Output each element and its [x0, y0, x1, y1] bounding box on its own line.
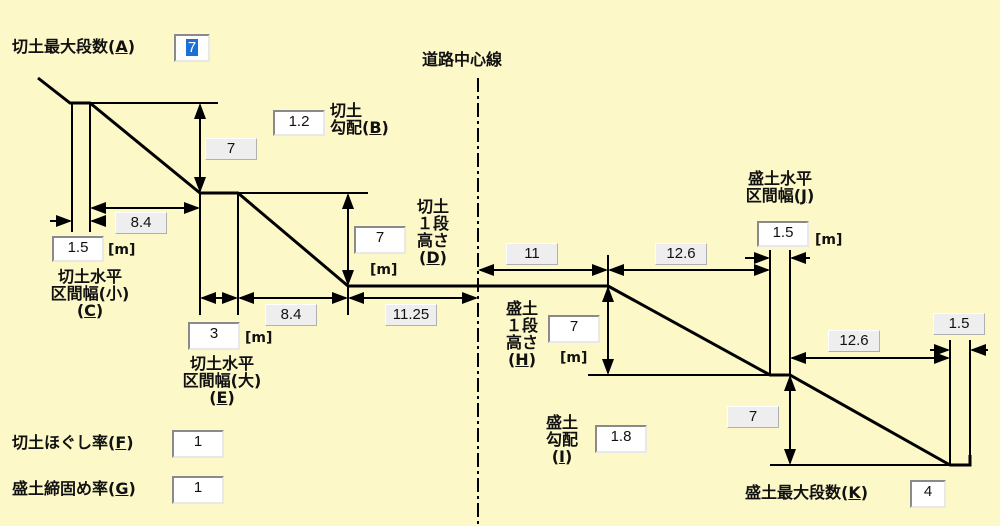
- fill-step-height-label: 盛土 １段 高さH: [500, 300, 544, 368]
- cut-horiz-small-input[interactable]: 1.5: [52, 236, 104, 262]
- label-text: 切土水平 区間幅(小): [50, 267, 130, 303]
- shortcut-key: I: [552, 447, 573, 466]
- cut-run-lower-display: 8.4: [265, 304, 317, 326]
- cut-step-height-input[interactable]: 7: [354, 226, 406, 254]
- shortcut-key: B: [362, 118, 389, 137]
- cut-loosen-rate-label: 切土ほぐし率F: [12, 434, 134, 451]
- dimension-arrows: [50, 103, 988, 465]
- cut-loosen-rate-input[interactable]: 1: [172, 430, 224, 458]
- shortcut-key: D: [419, 248, 447, 267]
- fill-horiz-input[interactable]: 1.5: [757, 221, 809, 247]
- cut-horiz-large-label: 切土水平 区間幅(大)E: [172, 355, 272, 406]
- unit-label: [m]: [560, 350, 588, 366]
- label-text: 切土最大段数: [12, 37, 109, 56]
- cut-horiz-large-input[interactable]: 3: [188, 322, 240, 350]
- label-text: 盛土 勾配: [545, 413, 578, 449]
- label-text: 切土 １段 高さ: [416, 197, 449, 250]
- fill-slope-input[interactable]: 1.8: [595, 425, 647, 453]
- selected-value: 7: [185, 39, 199, 56]
- unit-label: [m]: [245, 330, 273, 346]
- fill-run-lower-display: 12.6: [828, 330, 880, 352]
- cut-horiz-small-label: 切土水平 区間幅(小)C: [40, 268, 140, 319]
- unit-label: [m]: [815, 232, 843, 248]
- cut-to-center-display: 11.25: [385, 304, 437, 326]
- cut-run-upper-display: 8.4: [115, 212, 167, 234]
- label-text: 盛土 １段 高さ: [505, 299, 538, 352]
- label-text: 切土水平 区間幅(大): [182, 354, 262, 390]
- label-text: 盛土水平 区間幅: [745, 169, 812, 205]
- fill-max-steps-label: 盛土最大段数K: [745, 484, 868, 501]
- shortcut-key: G: [108, 479, 136, 498]
- center-to-fill-display: 11: [506, 243, 558, 265]
- label-text: 切土ほぐし率: [12, 433, 109, 452]
- unit-label: [m]: [108, 242, 136, 258]
- cut-step-height-label: 切土 １段 高さD: [408, 198, 458, 266]
- cut-slope-input[interactable]: 1.2: [273, 110, 325, 136]
- fill-slope-label: 盛土 勾配I: [540, 414, 584, 465]
- shortcut-key: C: [77, 301, 103, 320]
- cut-height-upper-display: 7: [205, 138, 257, 160]
- cut-max-steps-input[interactable]: 7: [174, 34, 210, 62]
- shortcut-key: H: [508, 350, 536, 369]
- shortcut-key: K: [841, 483, 868, 502]
- fill-height-lower-display: 7: [727, 406, 779, 428]
- shortcut-key: J: [794, 186, 815, 205]
- shortcut-key: F: [108, 433, 134, 452]
- cut-slope-label: 切土 勾配B: [330, 102, 389, 136]
- unit-label: [m]: [370, 262, 398, 278]
- label-text: 切土 勾配: [330, 101, 363, 137]
- shortcut-key: A: [108, 37, 135, 56]
- extension-lines: [71, 102, 971, 466]
- fill-compact-rate-label: 盛土締固め率G: [12, 480, 136, 497]
- label-text: 盛土最大段数: [745, 483, 842, 502]
- fill-step-height-input[interactable]: 7: [548, 315, 600, 343]
- fill-compact-rate-input[interactable]: 1: [172, 476, 224, 504]
- shortcut-key: E: [209, 388, 235, 407]
- label-text: 盛土締固め率: [12, 479, 109, 498]
- fill-max-steps-input[interactable]: 4: [910, 480, 946, 508]
- fill-run-upper-display: 12.6: [655, 243, 707, 265]
- fill-bench-lower-display: 1.5: [933, 313, 985, 335]
- fill-horiz-label: 盛土水平 区間幅J: [735, 170, 825, 204]
- centerline-label: 道路中心線: [422, 50, 503, 69]
- cut-max-steps-label: 切土最大段数A: [12, 38, 135, 55]
